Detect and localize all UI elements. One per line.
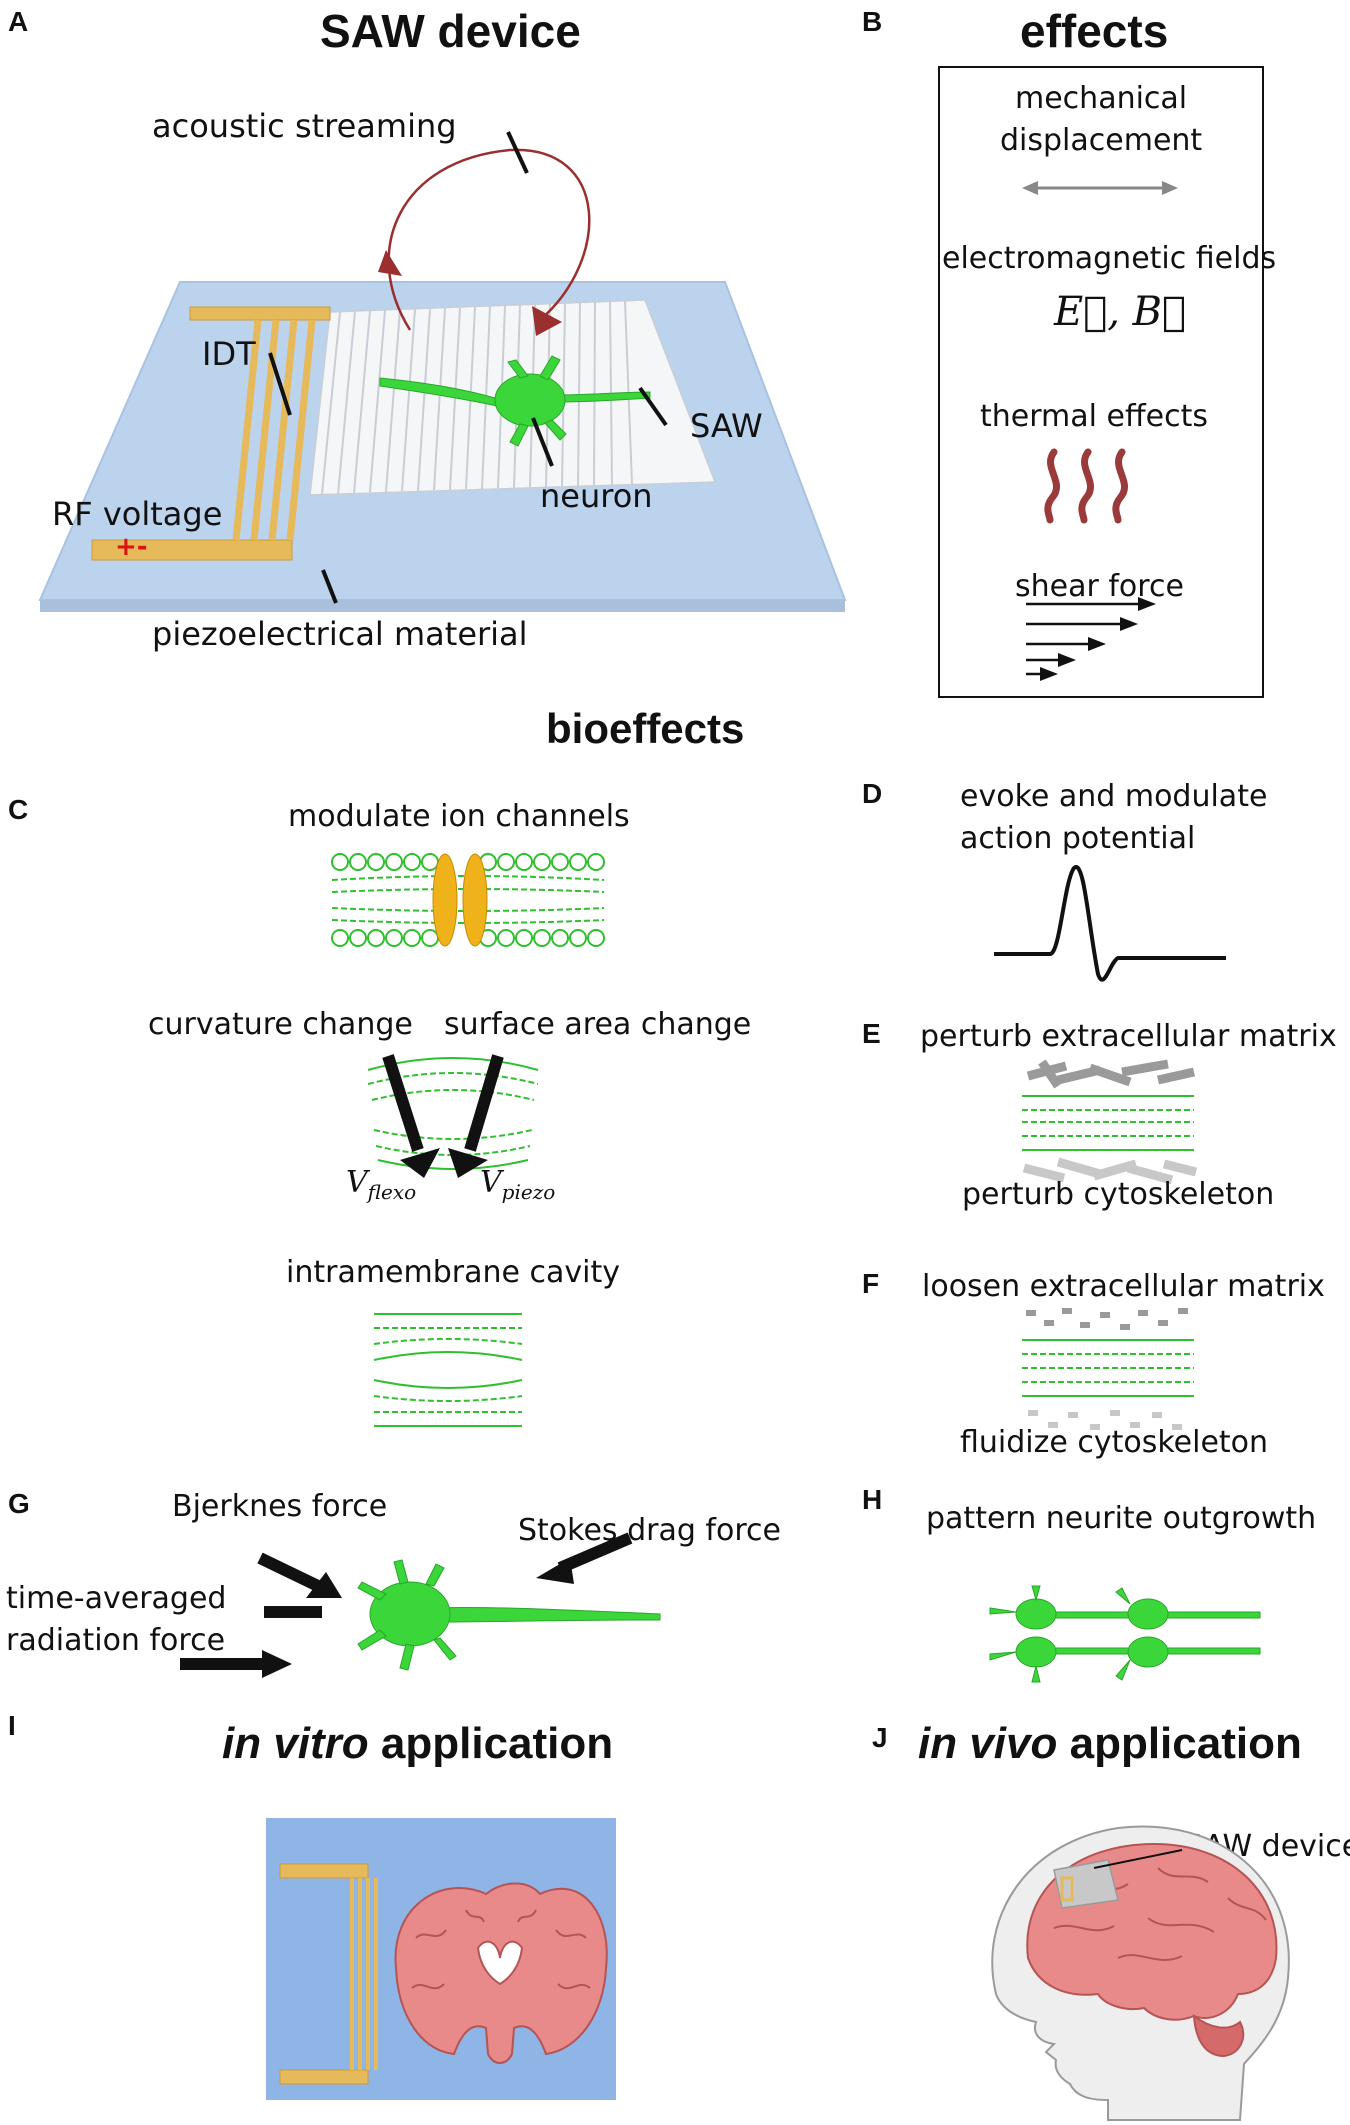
neuron-label: neuron [540, 477, 653, 515]
evoke-label-2: action potential [960, 821, 1196, 856]
perturb-ecm-label: perturb extracellular matrix [920, 1019, 1337, 1054]
panel-label-b: B [862, 6, 883, 37]
effects-title: effects [1020, 5, 1169, 57]
curved-membrane [367, 1054, 539, 1178]
neurite-outgrowth-label: pattern neurite outgrowth [926, 1501, 1317, 1536]
cerebellum [1192, 2013, 1245, 2058]
implanted-idt [1060, 1876, 1074, 1902]
panel-label-d: D [862, 778, 883, 809]
saw-device-leader [1093, 1849, 1183, 1869]
effects-box [938, 66, 1264, 698]
panel-label-i: I [8, 1710, 16, 1741]
bioeffects-title: bioeffects [546, 705, 745, 752]
intramembrane-cavity-label: intramembrane cavity [286, 1255, 620, 1290]
streaming-arrowhead [378, 250, 402, 276]
time-averaged-label-1: time-averaged [6, 1581, 227, 1616]
saw-label: SAW [690, 407, 763, 445]
vitro-idt [279, 1863, 378, 2085]
patterned-neurons [989, 1585, 1261, 1683]
substrate-edge [40, 600, 845, 612]
coronal-brain-slice [394, 1882, 608, 2064]
panel-label-e: E [862, 1018, 881, 1049]
e-b-field-symbols: E⃗, B⃗ [1054, 289, 1187, 335]
rf-voltage-label: RF voltage [52, 495, 223, 533]
in-vitro-illustration [266, 1818, 616, 2100]
time-averaged-label-2: radiation force [6, 1623, 226, 1658]
thermal-label: thermal effects [980, 399, 1208, 434]
saw-device-title: SAW device [320, 5, 581, 57]
leader-lines [268, 131, 668, 604]
ion-channels-label: modulate ion channels [288, 799, 630, 834]
panel-label-h: H [862, 1484, 883, 1515]
mechanical-label-2: displacement [1000, 123, 1203, 158]
shear-force-arrows [1026, 597, 1156, 681]
mechanical-label-1: mechanical [1015, 81, 1188, 116]
cavity-membrane [373, 1313, 523, 1427]
panel-label-j: J [872, 1722, 888, 1753]
piezoelectrical-material-label: piezoelectrical material [152, 615, 528, 653]
shear-force-label: shear force [1015, 569, 1184, 604]
perturb-cytoskeleton-label: perturb cytoskeleton [962, 1177, 1275, 1212]
electromagnetic-label: electromagnetic fields [942, 241, 1277, 276]
panel-label-c: C [8, 794, 29, 825]
v-flexo-symbol: Vflexo [346, 1165, 417, 1204]
neuron-cell [357, 1559, 661, 1671]
saw-device-illustration [38, 131, 847, 612]
panel-label-f: F [862, 1268, 880, 1299]
neuron-cell [379, 355, 651, 447]
ion-channel-membrane [331, 853, 605, 947]
polarity-label: +- [115, 532, 148, 562]
acoustic-streaming-loop [387, 148, 591, 331]
evoke-label-1: evoke and modulate [960, 779, 1268, 814]
streaming-arrowhead [532, 306, 562, 336]
panel-label-g: G [8, 1488, 30, 1519]
idt-label: IDT [202, 335, 256, 373]
perturbed-membrane [1022, 1059, 1198, 1185]
bjerknes-force-label: Bjerknes force [172, 1489, 388, 1524]
implanted-saw-device [1053, 1859, 1119, 1909]
action-potential-trace [994, 864, 1226, 982]
in-vitro-title: in vitro application [222, 1719, 614, 1768]
acoustic-streaming-label: acoustic streaming [152, 107, 457, 145]
displacement-double-arrow [1022, 181, 1178, 195]
stokes-drag-label: Stokes drag force [518, 1513, 781, 1548]
thermal-waves-icon [1044, 448, 1129, 524]
in-vivo-illustration [991, 1825, 1290, 2121]
curvature-change-label: curvature change [148, 1007, 413, 1042]
loosened-membrane [1022, 1308, 1194, 1430]
fluidize-cytoskeleton-label: fluidize cytoskeleton [960, 1425, 1269, 1460]
forces-on-neuron [180, 1532, 661, 1678]
in-vivo-title: in vivo application [918, 1719, 1302, 1768]
panel-label-a: A [8, 6, 29, 37]
loosen-ecm-label: loosen extracellular matrix [922, 1269, 1325, 1304]
surface-area-change-label: surface area change [444, 1007, 752, 1042]
v-piezo-symbol: Vpiezo [480, 1165, 556, 1204]
